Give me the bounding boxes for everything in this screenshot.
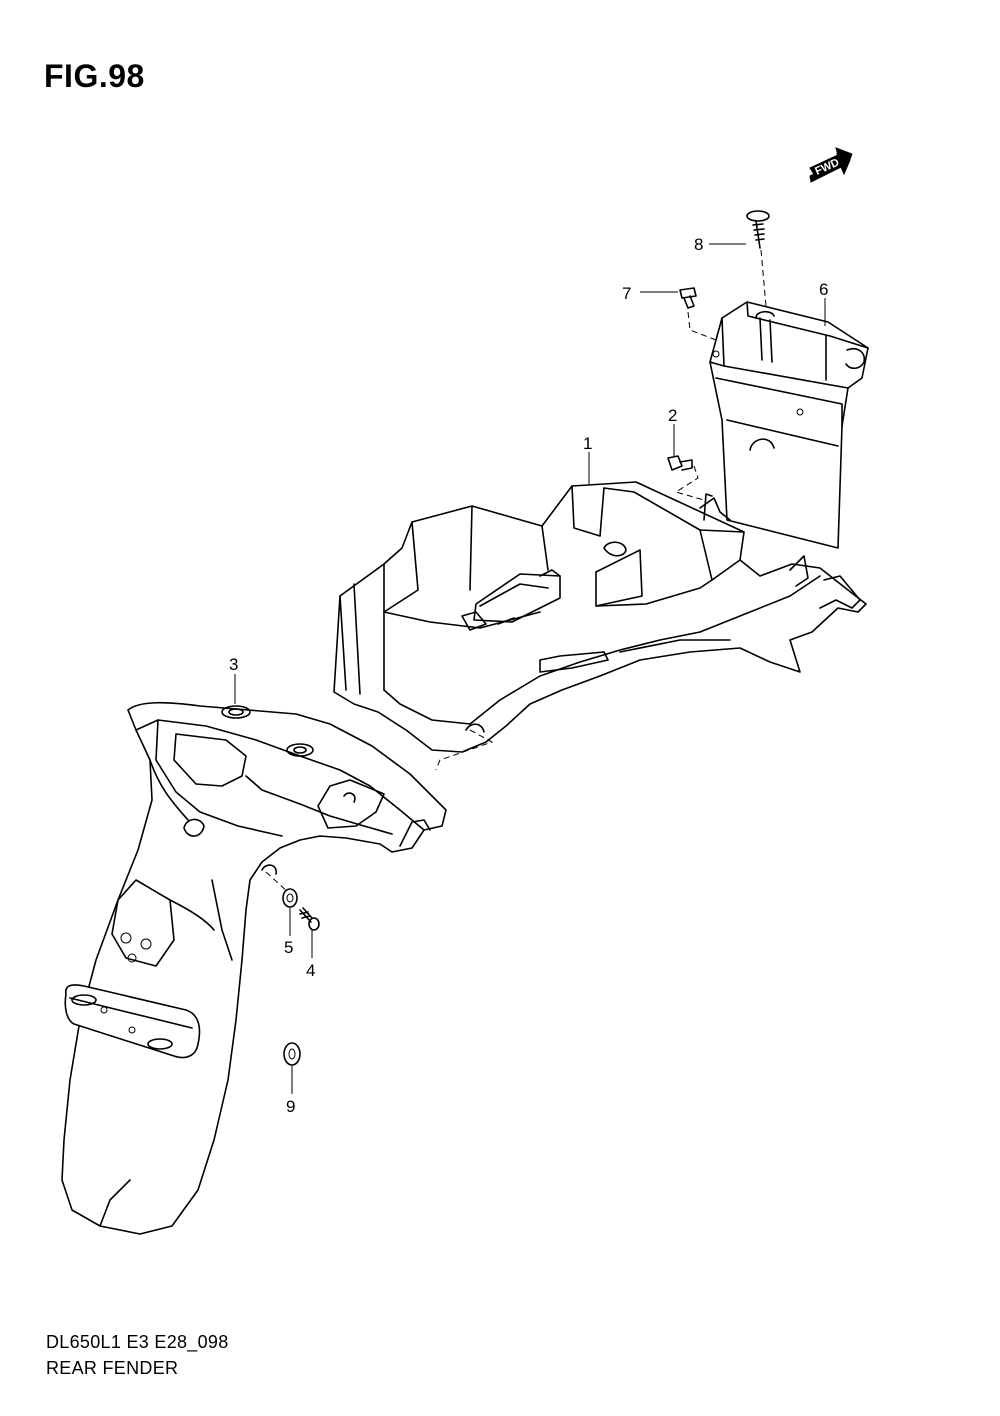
washer-part-5: 5	[282, 888, 298, 957]
part-number-9: 9	[286, 1097, 295, 1116]
part-number-4: 4	[306, 961, 315, 980]
screw-part-8: 8	[694, 210, 770, 307]
part-1-callout: 1	[583, 434, 592, 484]
washer-part-9: 9	[283, 1042, 301, 1116]
part-number-3: 3	[229, 655, 238, 674]
part-number-1: 1	[583, 434, 592, 453]
figure-title: FIG.98	[44, 58, 145, 94]
part-number-7: 7	[622, 284, 631, 303]
battery-holder-part-6	[709, 301, 869, 549]
fwd-label: FWD	[813, 157, 841, 178]
diagram-name: REAR FENDER	[46, 1358, 179, 1378]
rear-mudguard-part-3	[61, 701, 447, 1235]
part-3-callout: 3	[229, 655, 238, 704]
part-6-callout: 6	[819, 280, 828, 326]
clip-part-7: 7	[622, 284, 717, 341]
part-number-6: 6	[819, 280, 828, 299]
part-number-2: 2	[668, 406, 677, 425]
part-number-8: 8	[694, 235, 703, 254]
rear-fender-tray-part-1	[333, 481, 867, 753]
mount-line	[265, 871, 291, 895]
bolt-part-2: 2	[667, 406, 705, 501]
fwd-arrow-icon: FWD	[809, 147, 853, 183]
bolt-part-4: 4	[299, 907, 320, 980]
part-number-5: 5	[284, 938, 293, 957]
diagram-code: DL650L1 E3 E28_098	[46, 1332, 229, 1352]
attachment-line	[435, 729, 494, 771]
